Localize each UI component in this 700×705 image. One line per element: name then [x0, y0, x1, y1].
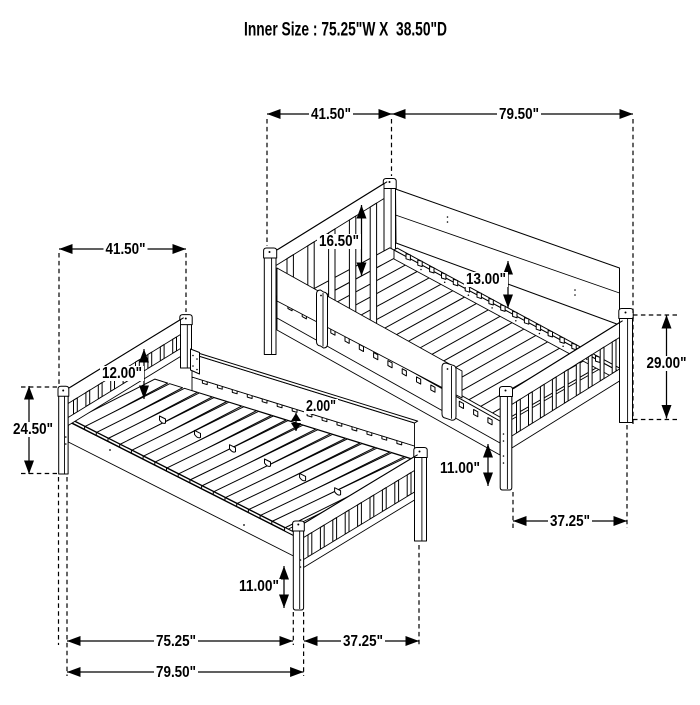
svg-text:24.50": 24.50" — [13, 421, 53, 438]
svg-text:2.00": 2.00" — [306, 398, 336, 415]
svg-text:75.25": 75.25" — [156, 633, 196, 650]
svg-text:79.50": 79.50" — [499, 106, 539, 123]
svg-text:37.25": 37.25" — [550, 513, 590, 530]
svg-text:11.00": 11.00" — [239, 578, 279, 595]
svg-text:16.50": 16.50" — [319, 233, 359, 250]
svg-text:37.25": 37.25" — [343, 633, 383, 650]
svg-text:29.00": 29.00" — [647, 355, 687, 372]
svg-text:41.50": 41.50" — [106, 241, 146, 258]
svg-text:41.50": 41.50" — [311, 106, 351, 123]
svg-text:13.00": 13.00" — [466, 271, 506, 288]
svg-text:11.00": 11.00" — [440, 460, 480, 477]
svg-text:12.00": 12.00" — [102, 365, 142, 382]
svg-text:Inner Size : 75.25"W X 38.50": Inner Size : 75.25"W X 38.50"D — [244, 20, 447, 41]
svg-text:79.50": 79.50" — [156, 664, 196, 681]
